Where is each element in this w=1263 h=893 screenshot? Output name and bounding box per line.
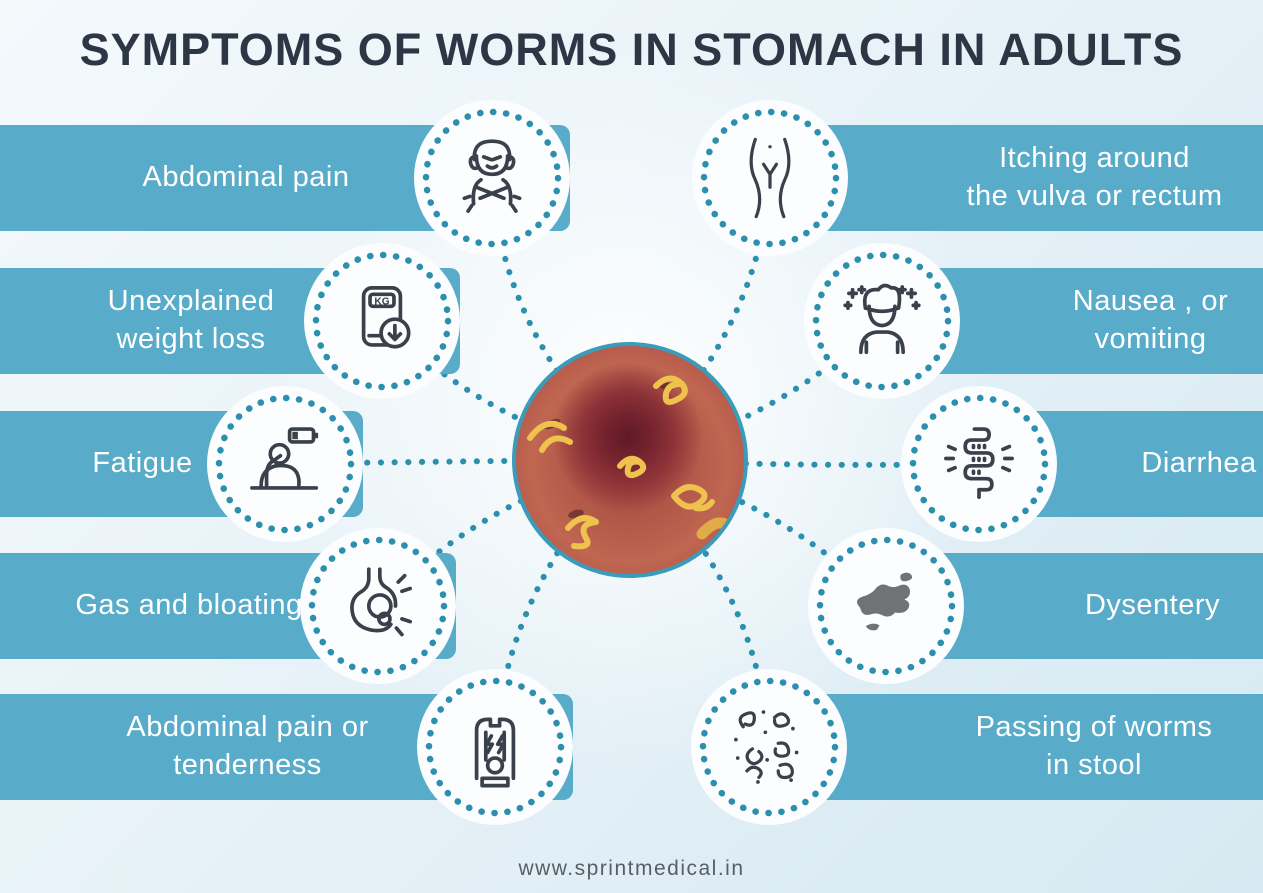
symptom-label: Diarrhea — [1141, 447, 1257, 480]
icon-group-weight-loss: KG — [304, 243, 460, 399]
worms-illustration — [527, 375, 740, 558]
gas-bloating-icon — [350, 567, 413, 637]
symptom-label: Gas and bloating — [75, 589, 303, 622]
diarrhea-icon — [944, 427, 1014, 499]
dotted-ring — [700, 108, 840, 248]
dotted-ring — [812, 251, 952, 391]
dotted-ring — [422, 108, 562, 248]
dotted-ring — [699, 677, 839, 817]
dotted-ring — [308, 536, 448, 676]
icon-group-diarrhea — [901, 386, 1057, 542]
dotted-ring — [816, 536, 956, 676]
symptom-label: Abdominal pain — [142, 161, 350, 194]
abdominal-pain-icon — [462, 139, 522, 213]
icon-group-fatigue — [207, 386, 363, 542]
symptom-label: Dysentery — [1084, 589, 1221, 622]
icon-group-nausea — [804, 243, 960, 399]
dotted-ring — [425, 677, 565, 817]
dotted-ring — [909, 394, 1049, 534]
worms-in-stool-icon — [734, 710, 799, 784]
icon-circle-bg — [691, 669, 847, 825]
symptom-label: Unexplained weight loss — [107, 285, 275, 355]
weight-loss-icon: KG — [361, 286, 411, 349]
abdominal-tenderness-icon — [474, 717, 516, 788]
icon-circle-bg — [300, 528, 456, 684]
symptom-label: Nausea , or vomiting — [1072, 285, 1229, 355]
symptom-banner-worms-stool: Passing of worms in stool — [769, 694, 1263, 800]
icon-group-abdominal-tenderness — [417, 669, 573, 825]
icon-group-itching — [692, 100, 848, 256]
icon-circle-bg — [804, 243, 960, 399]
vulva-rectum-itching-icon — [749, 137, 791, 219]
svg-text:KG: KG — [374, 296, 389, 307]
dotted-ring — [215, 394, 355, 534]
icon-group-worms-stool — [691, 669, 847, 825]
center-intestine-worms-image — [512, 342, 748, 578]
icon-group-abdominal-pain — [414, 100, 570, 256]
symptom-label: Passing of worms in stool — [975, 711, 1213, 781]
nausea-vomiting-icon — [843, 283, 921, 355]
dotted-ring — [312, 251, 452, 391]
page-title: SYMPTOMS OF WORMS IN STOMACH IN ADULTS — [79, 24, 1184, 75]
icon-group-gas-bloating — [300, 528, 456, 684]
symptom-label: Abdominal pain or tenderness — [126, 711, 369, 781]
fatigue-icon — [250, 427, 319, 490]
dysentery-icon — [856, 572, 913, 631]
symptom-banner-itching: Itching around the vulva or rectum — [770, 125, 1263, 231]
symptom-label: Itching around the vulva or rectum — [966, 142, 1223, 212]
icon-circle-bg — [304, 243, 460, 399]
icon-circle-bg — [417, 669, 573, 825]
website-url: www.sprintmedical.in — [518, 857, 745, 880]
symptom-label: Fatigue — [92, 447, 193, 480]
icon-circle-bg — [414, 100, 570, 256]
icon-group-dysentery — [808, 528, 964, 684]
